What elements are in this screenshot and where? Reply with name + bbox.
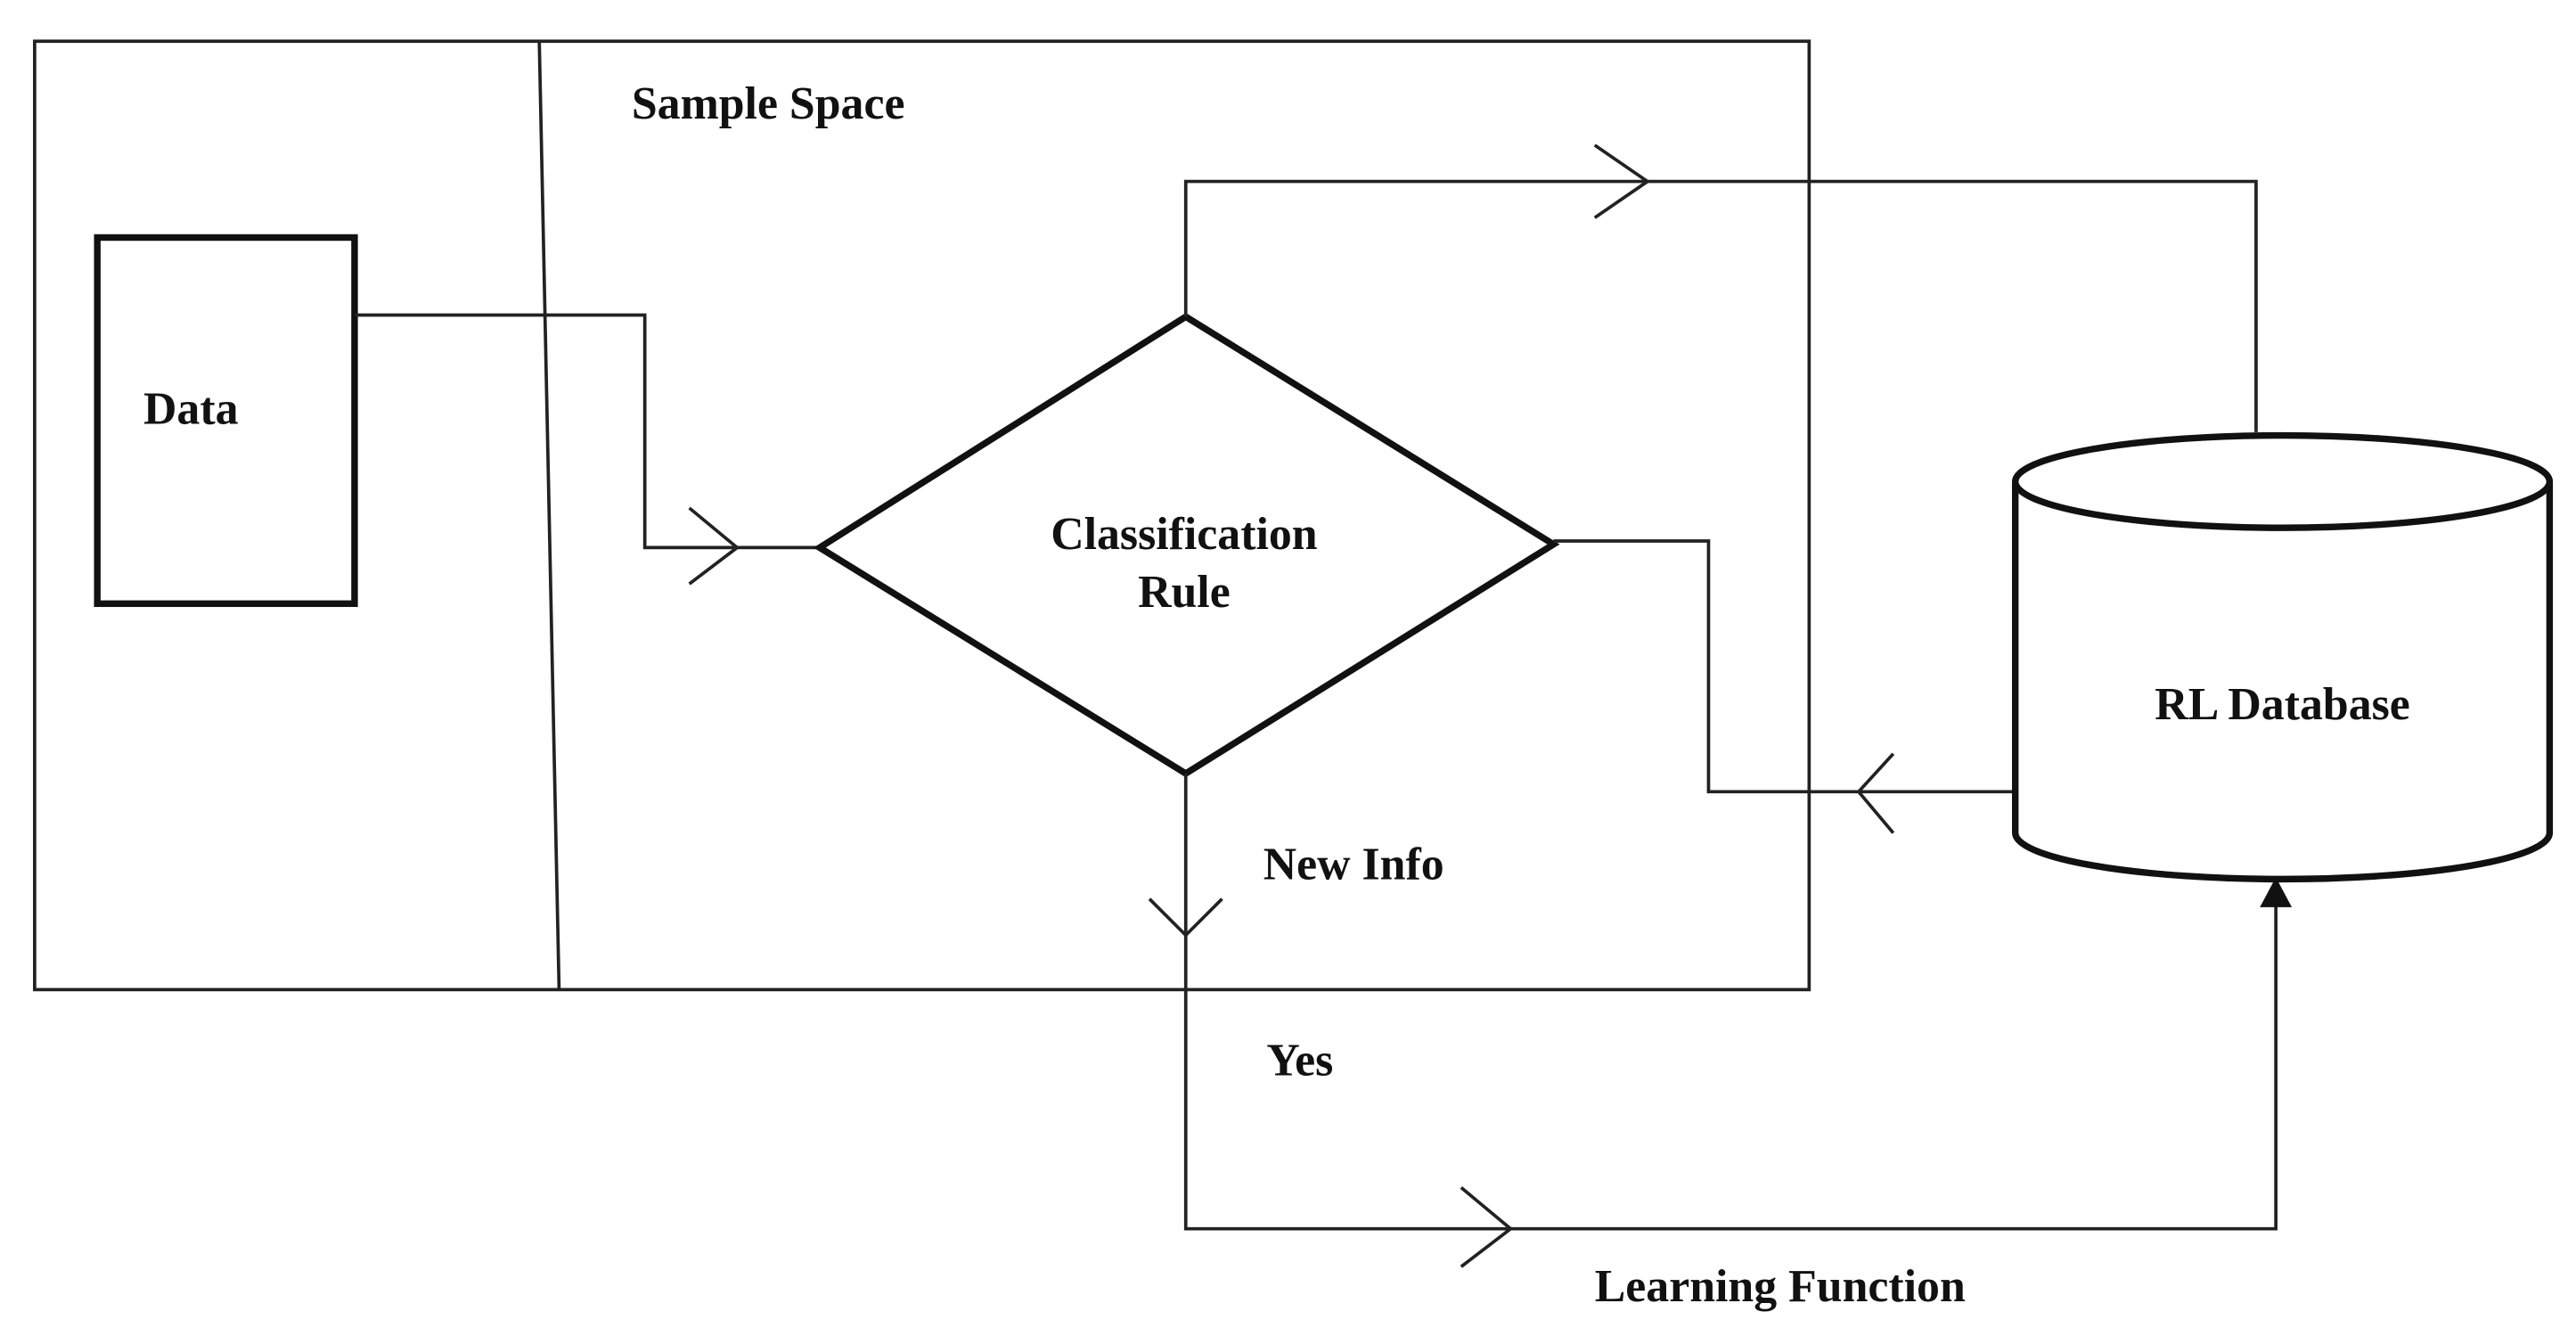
classification-rule-label-line1: Classification [1051,509,1318,560]
database-to-rule-arrowhead [1856,752,1895,834]
new-info-arrowhead [1148,897,1223,938]
data-to-rule-arrowhead [688,506,740,586]
sample-space-label: Sample Space [632,78,905,129]
yes-label: Yes [1266,1036,1333,1086]
learning-function-arrowhead [1460,1186,1514,1268]
classification-rule-label-line2: Rule [1138,567,1231,618]
rl-database-cylinder [2012,431,2554,883]
database-to-rule-connector [1553,539,2016,794]
learning-path-connector [1183,773,2278,1231]
sample-space-divider [537,41,561,990]
data-label: Data [143,384,239,435]
rule-to-database-arrowhead [1593,143,1651,219]
rl-database-label: RL Database [2155,679,2409,730]
learning-function-label: Learning Function [1595,1261,1966,1312]
new-info-label: New Info [1263,839,1444,889]
data-to-rule-connector [354,313,820,550]
database-input-arrowhead [2260,877,2293,907]
data-box [94,234,358,608]
sample-space-frame [33,39,1811,992]
rule-to-database-connector [1183,179,2258,432]
